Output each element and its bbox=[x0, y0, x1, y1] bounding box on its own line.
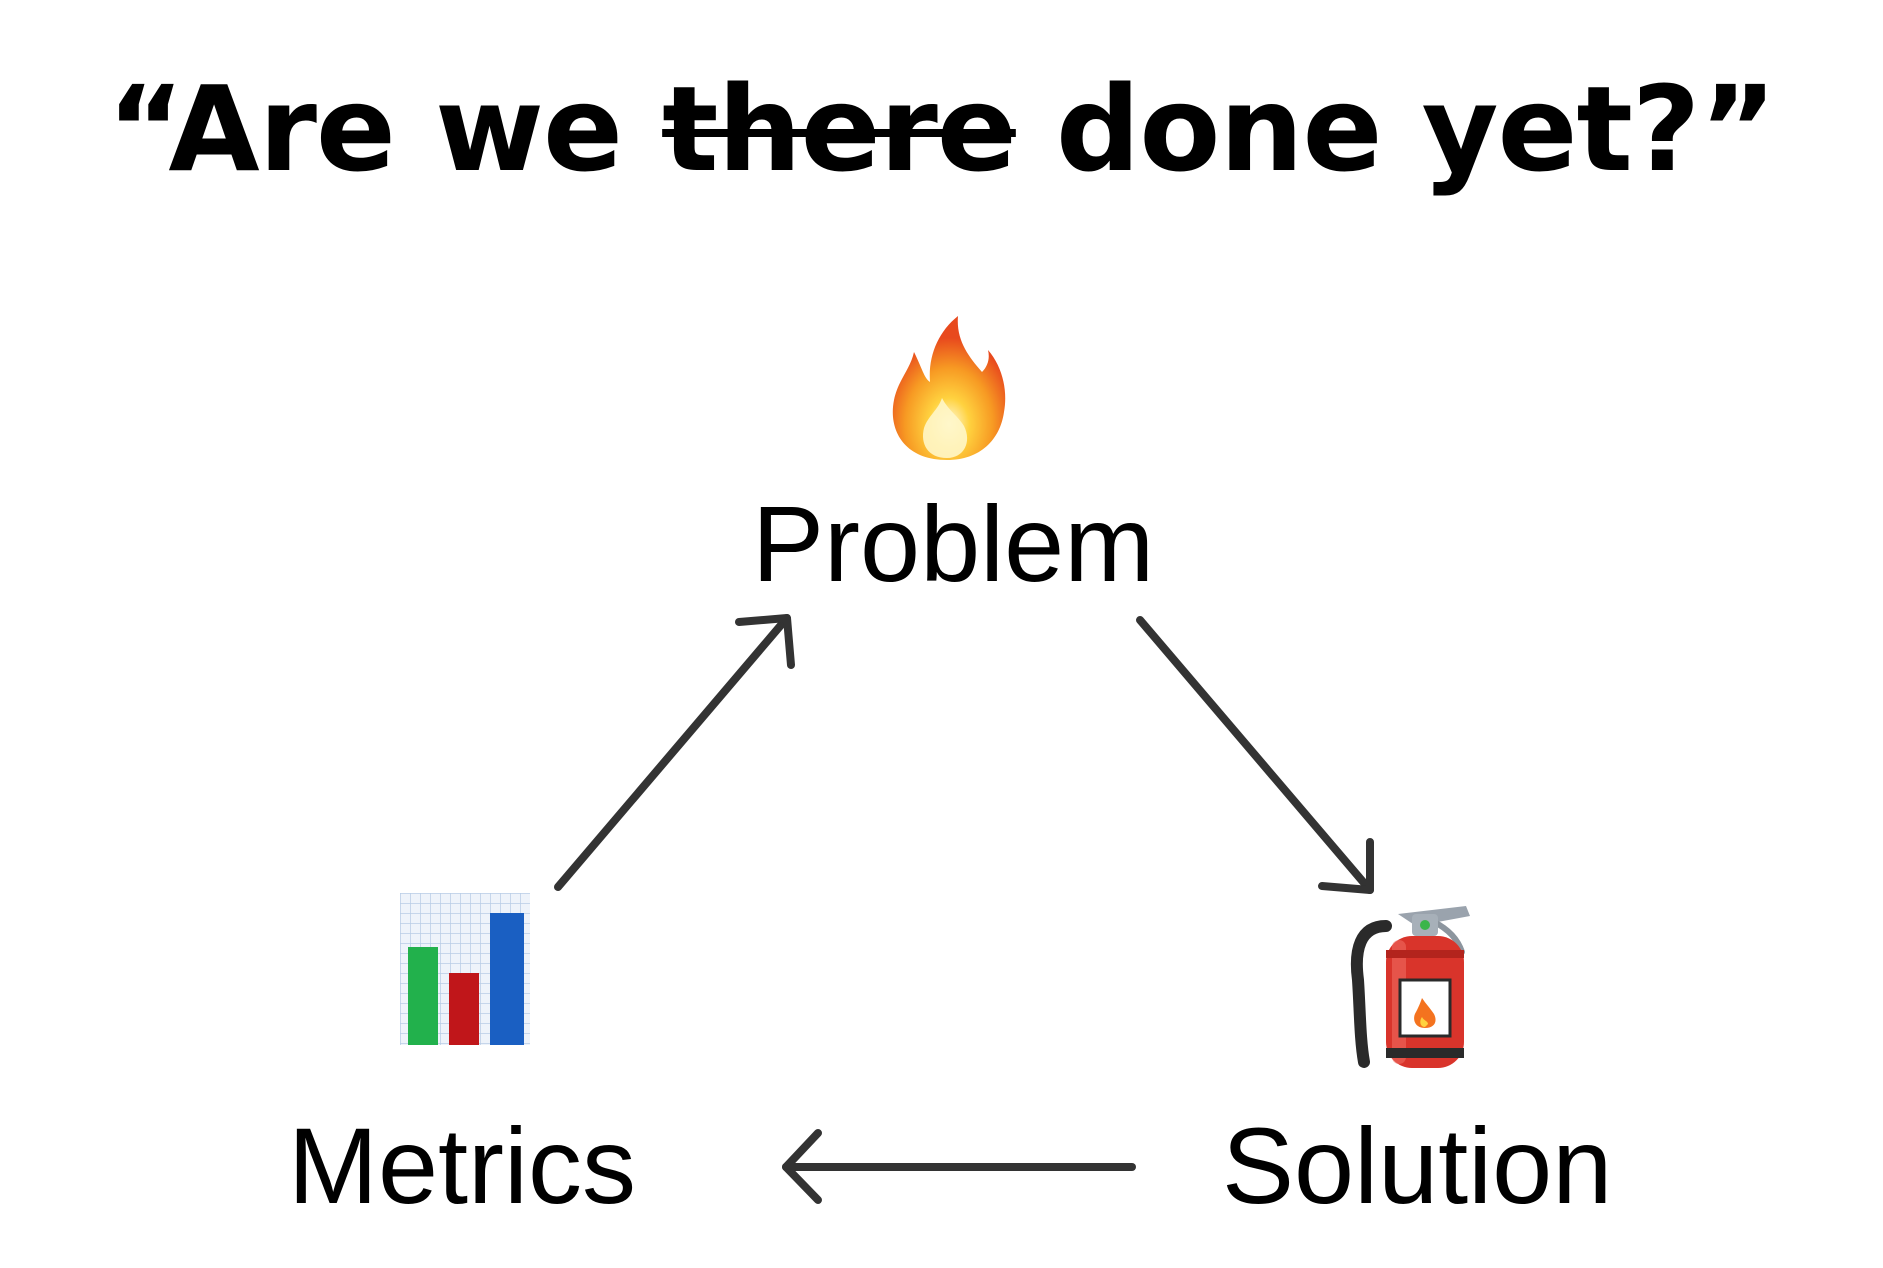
metrics-label: Metrics bbox=[288, 1105, 636, 1226]
close-quote: ” bbox=[1699, 60, 1777, 198]
arrow-metrics-to-problem bbox=[554, 614, 795, 891]
title-after: done yet? bbox=[1055, 60, 1700, 198]
page-title: “Are we there done yet?” bbox=[0, 60, 1883, 198]
open-quote: “ bbox=[107, 60, 169, 198]
arrow-problem-to-solution bbox=[1136, 616, 1374, 894]
title-struck-word: there bbox=[662, 60, 1017, 198]
fire-icon bbox=[892, 316, 1006, 460]
title-before: Are we bbox=[168, 60, 623, 198]
solution-label: Solution bbox=[1222, 1105, 1613, 1226]
fire-extinguisher-icon bbox=[1350, 906, 1470, 1068]
problem-label: Problem bbox=[752, 483, 1155, 604]
bar-chart-icon bbox=[400, 893, 530, 1045]
arrow-solution-to-metrics bbox=[782, 1129, 1136, 1204]
